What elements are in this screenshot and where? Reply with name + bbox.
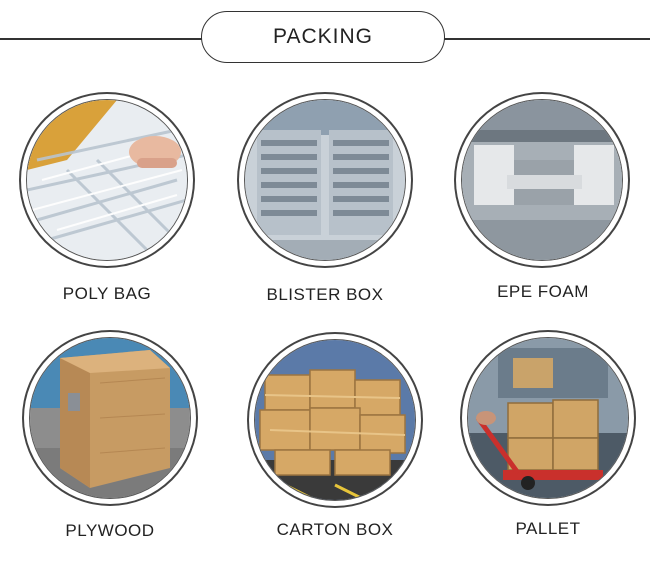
carton-box-label: CARTON BOX xyxy=(276,520,394,539)
plywood-crate-photo xyxy=(30,338,190,498)
blister-box-photo xyxy=(245,100,405,260)
epe-foam-label: EPE FOAM xyxy=(497,282,589,301)
poly-bag-photo xyxy=(27,100,187,260)
pallet-photo xyxy=(468,338,628,498)
header-right-line xyxy=(444,38,650,40)
header-left-line xyxy=(0,38,202,40)
pallet-label: PALLET xyxy=(515,519,581,538)
blister-box-label: BLISTER BOX xyxy=(266,285,384,304)
plywood-label: PLYWOOD xyxy=(65,521,155,540)
epe-foam-photo xyxy=(462,100,622,260)
carton-box-photo xyxy=(255,340,415,500)
page-title: PACKING xyxy=(201,11,445,63)
poly-bag-label: POLY BAG xyxy=(62,284,152,303)
